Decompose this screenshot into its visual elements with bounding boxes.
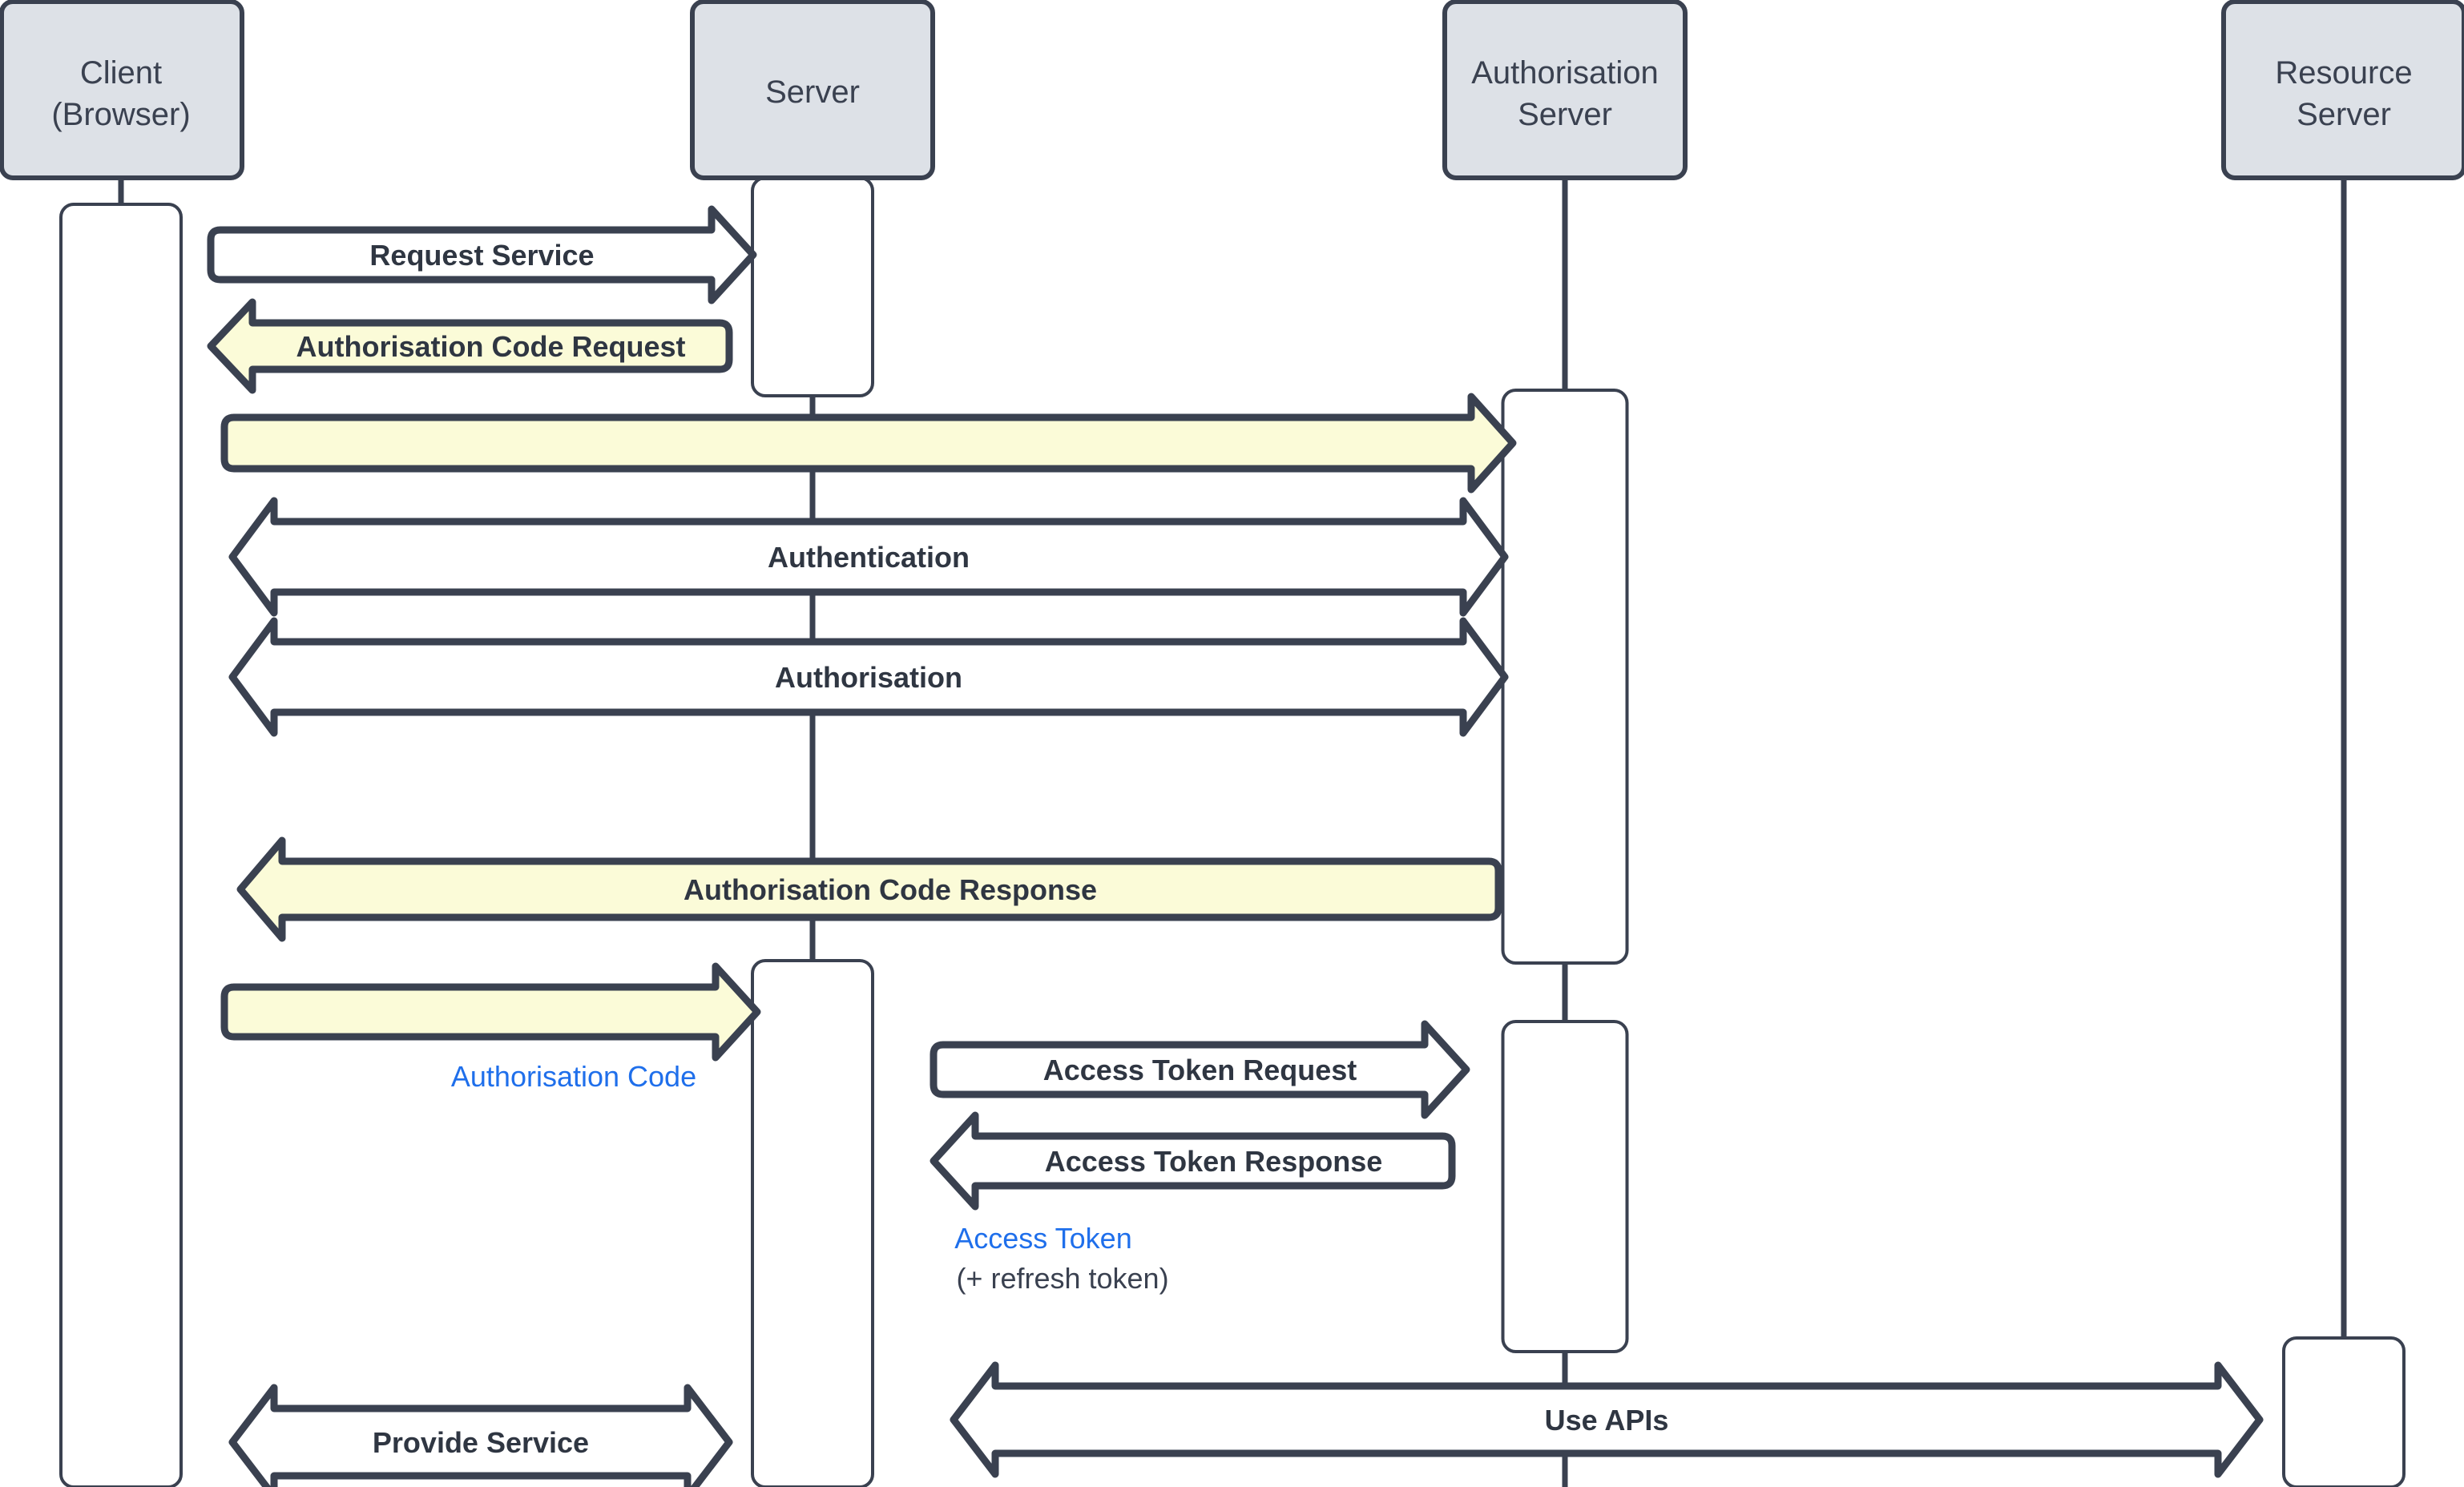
message-m4[interactable]: Authentication — [228, 497, 1509, 617]
message-m3[interactable] — [220, 393, 1517, 494]
message-label-m8: Access Token Request — [1043, 1054, 1357, 1086]
note-n1: Authorisation Code — [451, 1060, 696, 1093]
message-arrow-m8[interactable] — [930, 1020, 1470, 1119]
message-label-m11: Provide Service — [373, 1426, 589, 1459]
note-n3: (+ refresh token) — [956, 1262, 1168, 1295]
message-arrow-m6[interactable] — [236, 836, 1502, 942]
message-m6[interactable]: Authorisation Code Response — [236, 836, 1502, 942]
message-label-m4: Authentication — [768, 541, 970, 574]
server-activation-1 — [751, 176, 874, 397]
message-m5[interactable]: Authorisation — [228, 617, 1509, 737]
message-arrow-m2[interactable] — [207, 298, 733, 394]
message-arrow-m1[interactable] — [207, 205, 757, 304]
message-label-m6: Authorisation Code Response — [684, 873, 1097, 906]
participant-client[interactable]: Client (Browser) — [0, 0, 244, 180]
participant-box-client[interactable] — [0, 0, 244, 180]
resource-activation — [2282, 1336, 2406, 1487]
message-label-m5: Authorisation — [775, 661, 962, 694]
participant-label-client: Client — [80, 55, 162, 91]
message-label-m10: Use APIs — [1545, 1404, 1669, 1437]
activations-layer — [59, 176, 2406, 1487]
participant-label-authsrv: Authorisation — [1471, 55, 1658, 91]
participant-box-resource[interactable] — [2221, 0, 2464, 180]
participant-box-authsrv[interactable] — [1442, 0, 1688, 180]
note-n2: Access Token — [954, 1222, 1131, 1255]
message-arrow-m7[interactable] — [220, 962, 761, 1062]
message-m2[interactable]: Authorisation Code Request — [207, 298, 733, 394]
message-label-m9: Access Token Response — [1045, 1145, 1383, 1178]
message-m7[interactable] — [220, 962, 761, 1062]
message-m10[interactable]: Use APIs — [950, 1361, 2264, 1478]
auth-activation-2 — [1501, 1020, 1629, 1353]
message-m11[interactable]: Provide Service — [228, 1384, 733, 1487]
participants-layer: Client(Browser)ServerAuthorisationServer… — [0, 0, 2464, 180]
lifelines-layer — [118, 178, 2347, 1487]
participant-label-resource: Resource — [2275, 55, 2412, 91]
message-arrow-m3[interactable] — [220, 393, 1517, 494]
participant-label2-client: (Browser) — [51, 97, 190, 132]
participant-box-server[interactable] — [690, 0, 935, 180]
auth-activation-1 — [1501, 389, 1629, 965]
message-arrow-m5[interactable] — [228, 617, 1509, 737]
message-m9[interactable]: Access Token Response — [930, 1111, 1456, 1211]
message-m8[interactable]: Access Token Request — [930, 1020, 1470, 1119]
participant-label-server: Server — [765, 75, 860, 110]
participant-label2-authsrv: Server — [1518, 97, 1612, 132]
message-arrow-m9[interactable] — [930, 1111, 1456, 1211]
message-arrow-m11[interactable] — [228, 1384, 733, 1487]
client-activation — [59, 203, 183, 1487]
participant-server[interactable]: Server — [690, 0, 935, 180]
server-activation-2 — [751, 959, 874, 1487]
participant-label2-resource: Server — [2297, 97, 2391, 132]
message-arrow-m4[interactable] — [228, 497, 1509, 617]
message-label-m2: Authorisation Code Request — [296, 330, 685, 363]
message-arrow-m10[interactable] — [950, 1361, 2264, 1478]
message-label-m1: Request Service — [369, 239, 594, 272]
message-m1[interactable]: Request Service — [207, 205, 757, 304]
